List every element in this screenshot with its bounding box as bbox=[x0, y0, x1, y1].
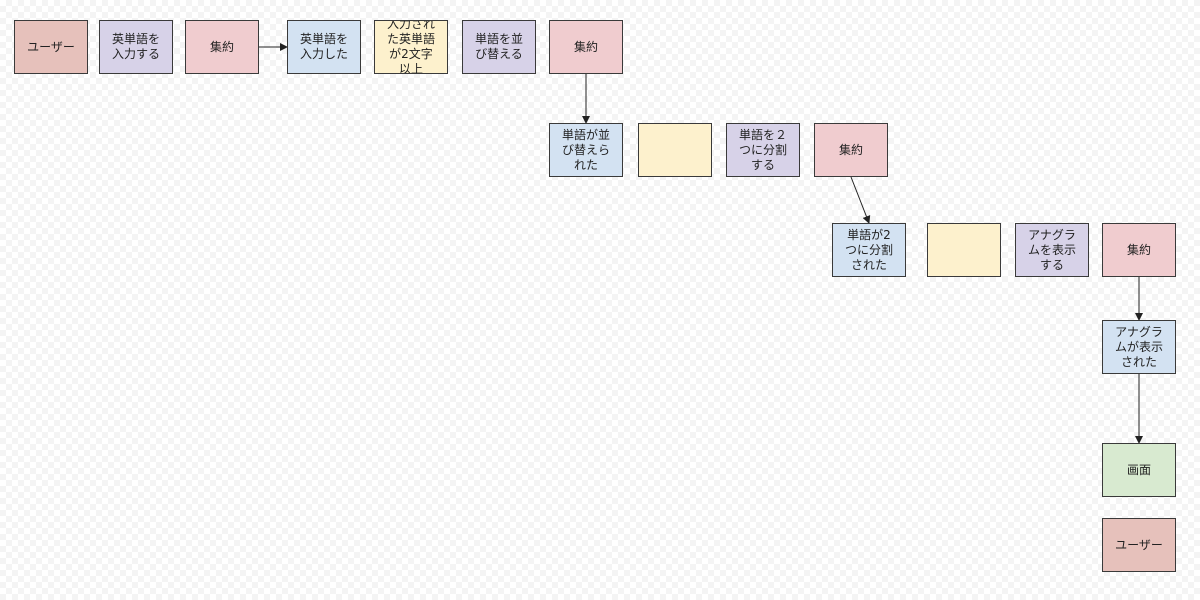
sticky-note-event[interactable]: 単語が2 つに分割 された bbox=[832, 223, 906, 277]
sticky-note-command[interactable]: 英単語を 入力する bbox=[99, 20, 173, 74]
sticky-note-aggregate[interactable]: 集約 bbox=[185, 20, 259, 74]
sticky-note-event[interactable]: 英単語を 入力した bbox=[287, 20, 361, 74]
sticky-note-aggregate[interactable]: 集約 bbox=[1102, 223, 1176, 277]
sticky-note-readmodel[interactable]: 画面 bbox=[1102, 443, 1176, 497]
connector-arrow[interactable] bbox=[850, 176, 871, 224]
sticky-note-event[interactable]: アナグラ ムが表示 された bbox=[1102, 320, 1176, 374]
sticky-note-actor[interactable]: ユーザー bbox=[14, 20, 88, 74]
sticky-note-event[interactable]: 単語が並 び替えら れた bbox=[549, 123, 623, 177]
sticky-note-aggregate[interactable]: 集約 bbox=[549, 20, 623, 74]
sticky-note-command[interactable]: 単語を２ つに分割 する bbox=[726, 123, 800, 177]
sticky-note-aggregate[interactable]: 集約 bbox=[814, 123, 888, 177]
sticky-note-policy[interactable] bbox=[927, 223, 1001, 277]
sticky-note-actor[interactable]: ユーザー bbox=[1102, 518, 1176, 572]
sticky-note-command[interactable]: 単語を並 び替える bbox=[462, 20, 536, 74]
sticky-note-policy[interactable]: 入力され た英単語 が2文字 以上 bbox=[374, 20, 448, 74]
sticky-note-policy[interactable] bbox=[638, 123, 712, 177]
sticky-note-command[interactable]: アナグラ ムを表示 する bbox=[1015, 223, 1089, 277]
